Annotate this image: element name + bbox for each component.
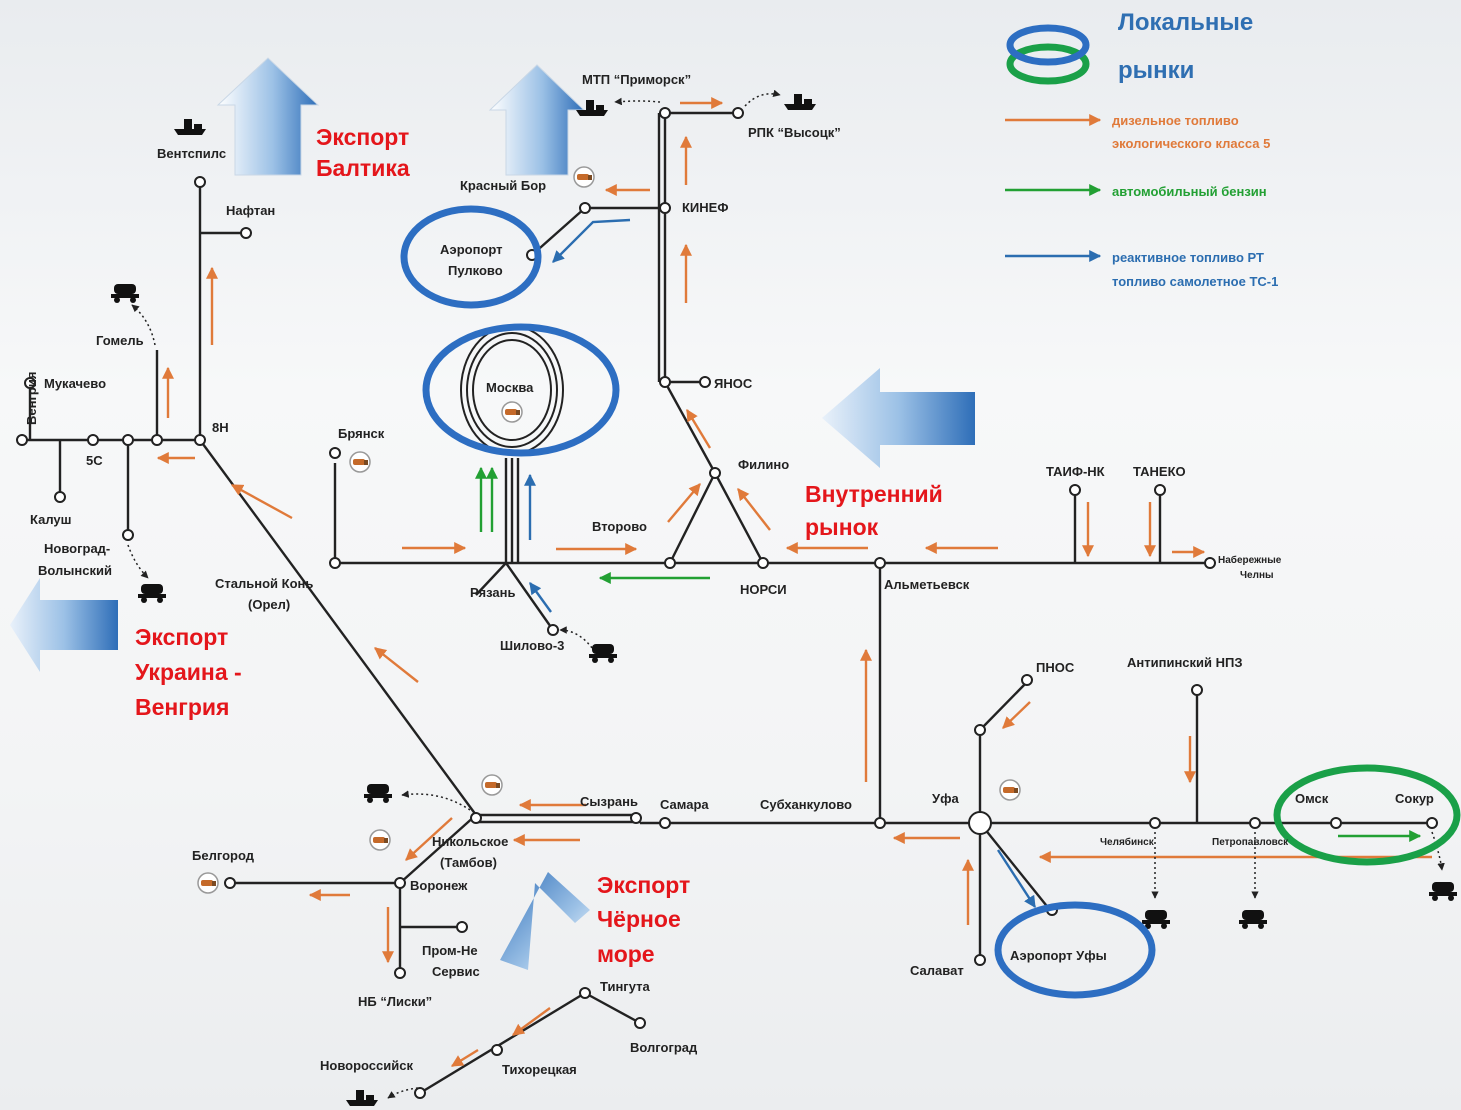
label-volgograd: Волгоград [630,1040,698,1055]
legend-local-markets-2: рынки [1118,57,1194,84]
label-novorossiysk: Новороссийск [320,1058,413,1073]
label-novograd-2: Волынский [38,563,112,578]
export-blacksea-arrow [500,872,590,970]
internal-market-label-2: рынок [805,514,879,540]
label-pulkovo-1: Аэропорт [440,242,503,257]
jet-fuel-arrows [524,218,1037,909]
label-voronezh: Воронеж [410,878,468,893]
label-chelny-2: Челны [1240,570,1274,581]
label-prom-1: Пром-Не [422,943,478,958]
export-baltic-arrow [216,57,320,176]
label-ventspils: Вентспилс [157,146,226,161]
label-taneko: ТАНЕКО [1133,464,1186,479]
export-labels: Экспорт Балтика Экспорт Украина - Венгри… [135,124,943,967]
label-chelny-1: Набережные [1218,554,1282,566]
label-ryazan: Рязань [470,585,515,600]
station-nodes [16,107,1438,1099]
label-salavat: Салават [910,963,964,978]
label-5c: 5С [86,453,103,468]
label-omsk: Омск [1295,791,1329,806]
internal-market-arrow [822,368,975,468]
dotted-links [127,89,1445,1099]
internal-market-label-1: Внутренний [805,481,943,507]
label-liski: НБ “Лиски” [358,994,432,1009]
label-ufa: Уфа [932,791,959,806]
label-kinef: КИНЕФ [682,200,728,215]
diesel-arrows [156,97,1432,1068]
label-petropavlovsk: Петропавловск [1212,837,1289,848]
legend-jet-1: реактивное топливо РТ [1112,250,1264,265]
label-stalnoy-1: Стальной Конь [215,576,313,591]
label-pnos: ПНОС [1036,660,1075,675]
export-primorsk-arrow [488,64,586,176]
label-ufa-airport: Аэропорт Уфы [1010,948,1107,963]
label-sokur: Сокур [1395,791,1434,806]
export-ukraine-arrow [10,578,118,672]
label-prom-2: Сервис [432,964,480,979]
label-nikolskoe-1: Никольское [432,834,508,849]
pipelines [22,111,1432,1095]
label-samara: Самара [660,797,709,812]
label-vengriya: Венгрия [24,372,39,425]
legend-gasoline: автомобильный бензин [1112,184,1267,199]
local-market-rings [400,24,1461,999]
label-nikolskoe-2: (Тамбов) [440,855,497,870]
legend-diesel-2: экологического класса 5 [1112,136,1270,151]
export-baltic-label-1: Экспорт [316,124,409,150]
label-tikhoretskaya: Тихорецкая [502,1062,577,1077]
legend-jet-2: топливо самолетное ТС-1 [1112,274,1278,289]
label-pulkovo-2: Пулково [448,263,503,278]
label-mukachevo: Мукачево [44,376,106,391]
label-stalnoy-2: (Орел) [248,597,290,612]
label-8h: 8Н [212,420,229,435]
export-blacksea-label-1: Экспорт [597,872,690,898]
label-kalush: Калуш [30,512,71,527]
label-gomel: Гомель [96,333,144,348]
legend-diesel-1: дизельное топливо [1112,113,1239,128]
label-tinguta: Тингута [600,979,650,994]
label-rpk: РПК “Высоцк” [748,125,841,140]
label-bryansk: Брянск [338,426,385,441]
label-chelyabinsk: Челябинск [1100,836,1155,848]
export-baltic-label-2: Балтика [316,155,410,181]
label-taif: ТАИФ-НК [1046,464,1105,479]
label-novograd-1: Новоград- [44,541,110,556]
export-ukraine-label-2: Украина - [135,659,242,685]
export-ukraine-label-3: Венгрия [135,694,229,720]
legend-local-markets-1: Локальные [1118,9,1253,36]
export-ukraine-label-1: Экспорт [135,624,228,650]
export-blacksea-label-3: море [597,941,655,967]
label-vtorovo: Второво [592,519,647,534]
label-filino: Филино [738,457,789,472]
export-blacksea-label-2: Чёрное [597,906,681,932]
legend: Локальные рынки дизельное топливо эколог… [1005,9,1278,289]
label-norsi: НОРСИ [740,582,787,597]
label-antipinsky: Антипинский НПЗ [1127,655,1243,670]
label-almetyevsk: Альметьевск [884,577,970,592]
node-labels: МТП “Приморск” РПК “Высоцк” Красный Бор … [24,72,1434,1077]
label-mtp: МТП “Приморск” [582,72,691,87]
label-yanos: ЯНОС [714,376,753,391]
moscow-ring [460,325,564,455]
gasoline-arrows [475,466,1422,842]
label-naftan: Нафтан [226,203,275,218]
label-syzran: Сызрань [580,794,638,809]
label-krasny-bor: Красный Бор [460,178,546,193]
label-shilovo: Шилово-3 [500,638,564,653]
label-moskva: Москва [486,380,534,395]
label-belgorod: Белгород [192,848,255,863]
label-subkhankulovo: Субханкулово [760,797,852,812]
